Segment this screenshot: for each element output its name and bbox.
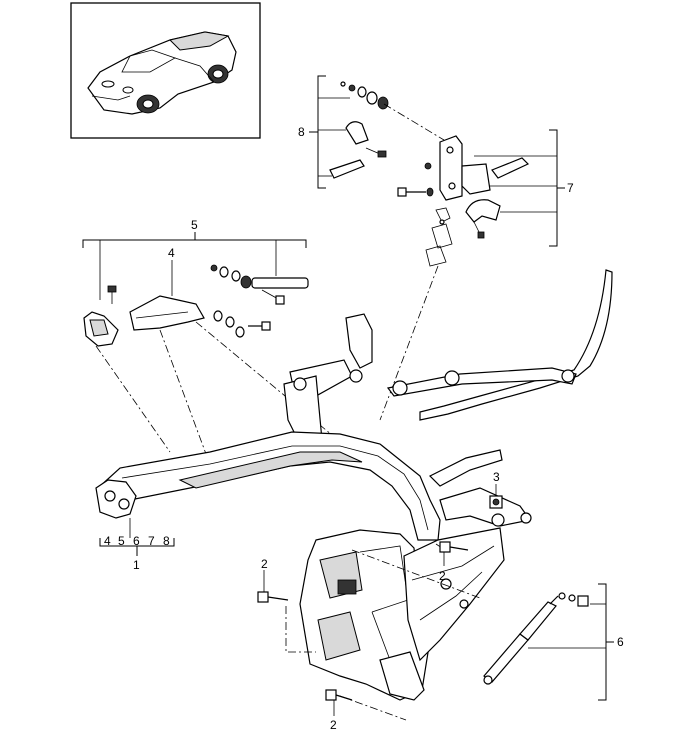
callout-6: 6: [617, 635, 624, 649]
group-label-1-item: 5: [118, 534, 125, 548]
parts-group-5: [83, 264, 339, 455]
vehicle-thumbnail: [70, 2, 261, 139]
group-label-1-item: 8: [163, 534, 170, 548]
parts-group-7: [379, 135, 530, 421]
group-label-1-item: 6: [133, 534, 140, 548]
callout-1: 1: [133, 558, 140, 572]
bracket-6: [528, 583, 614, 701]
bracket-7: [474, 129, 565, 247]
gas-strut-6: [483, 592, 589, 685]
callout-7: 7: [567, 181, 574, 195]
top-frame-assembly: [95, 269, 613, 541]
bolt-2a: [257, 570, 289, 603]
bracket-1: [99, 538, 175, 556]
bracket-5: [82, 232, 307, 300]
callout-4: 4: [168, 246, 175, 260]
group-label-1: 4 5 6 7 8: [104, 534, 170, 548]
callout-2b: 2: [439, 569, 446, 583]
nut-3: [489, 484, 503, 509]
bracket-8: [309, 75, 350, 189]
callout-2c: 2: [330, 718, 337, 732]
callout-2a: 2: [261, 557, 268, 571]
callout-3: 3: [493, 470, 500, 484]
main-bearing-bracket: [285, 527, 505, 721]
callout-8: 8: [298, 125, 305, 139]
group-label-1-item: 7: [148, 534, 155, 548]
bolt-2b: [439, 541, 469, 566]
callout-5: 5: [191, 218, 198, 232]
parts-group-8: [329, 81, 445, 179]
group-label-1-item: 4: [104, 534, 111, 548]
bolt-2c: [325, 689, 353, 716]
